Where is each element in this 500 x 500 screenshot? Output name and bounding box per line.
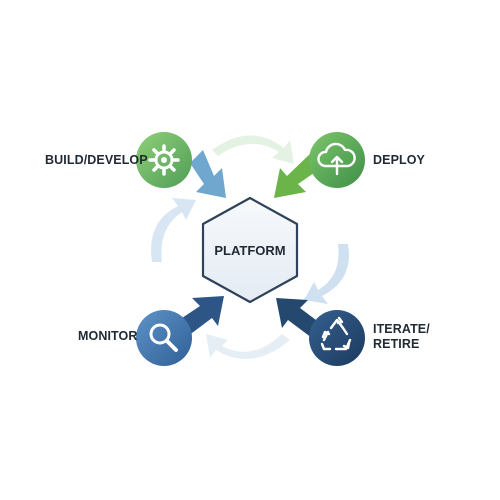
monitor-label: MONITOR xyxy=(78,329,138,343)
deploy-node xyxy=(309,132,365,188)
arrow-build-to-platform xyxy=(190,150,226,198)
monitor-node xyxy=(136,310,192,366)
curved-arrow-left xyxy=(151,198,196,262)
build-node xyxy=(136,132,192,188)
cycle-arrows xyxy=(151,135,349,359)
cloud-upload-icon xyxy=(317,142,356,176)
curved-arrow-right xyxy=(304,244,349,304)
gear-icon xyxy=(148,144,180,176)
iterate-retire-label: ITERATE/ RETIRE xyxy=(373,322,430,352)
iterate-label-line1: ITERATE/ xyxy=(373,322,430,336)
magnifier-icon xyxy=(149,323,178,352)
deploy-label: DEPLOY xyxy=(373,153,425,167)
curved-arrow-top xyxy=(212,135,294,164)
iterate-label-line2: RETIRE xyxy=(373,337,420,351)
build-develop-label: BUILD/DEVELOP xyxy=(45,153,148,167)
platform-node: PLATFORM xyxy=(201,196,299,304)
recycle-icon xyxy=(320,316,352,351)
curved-arrow-bottom xyxy=(206,334,290,359)
iterate-node xyxy=(309,310,365,366)
platform-label: PLATFORM xyxy=(214,243,285,258)
platform-hexagon xyxy=(201,196,299,304)
